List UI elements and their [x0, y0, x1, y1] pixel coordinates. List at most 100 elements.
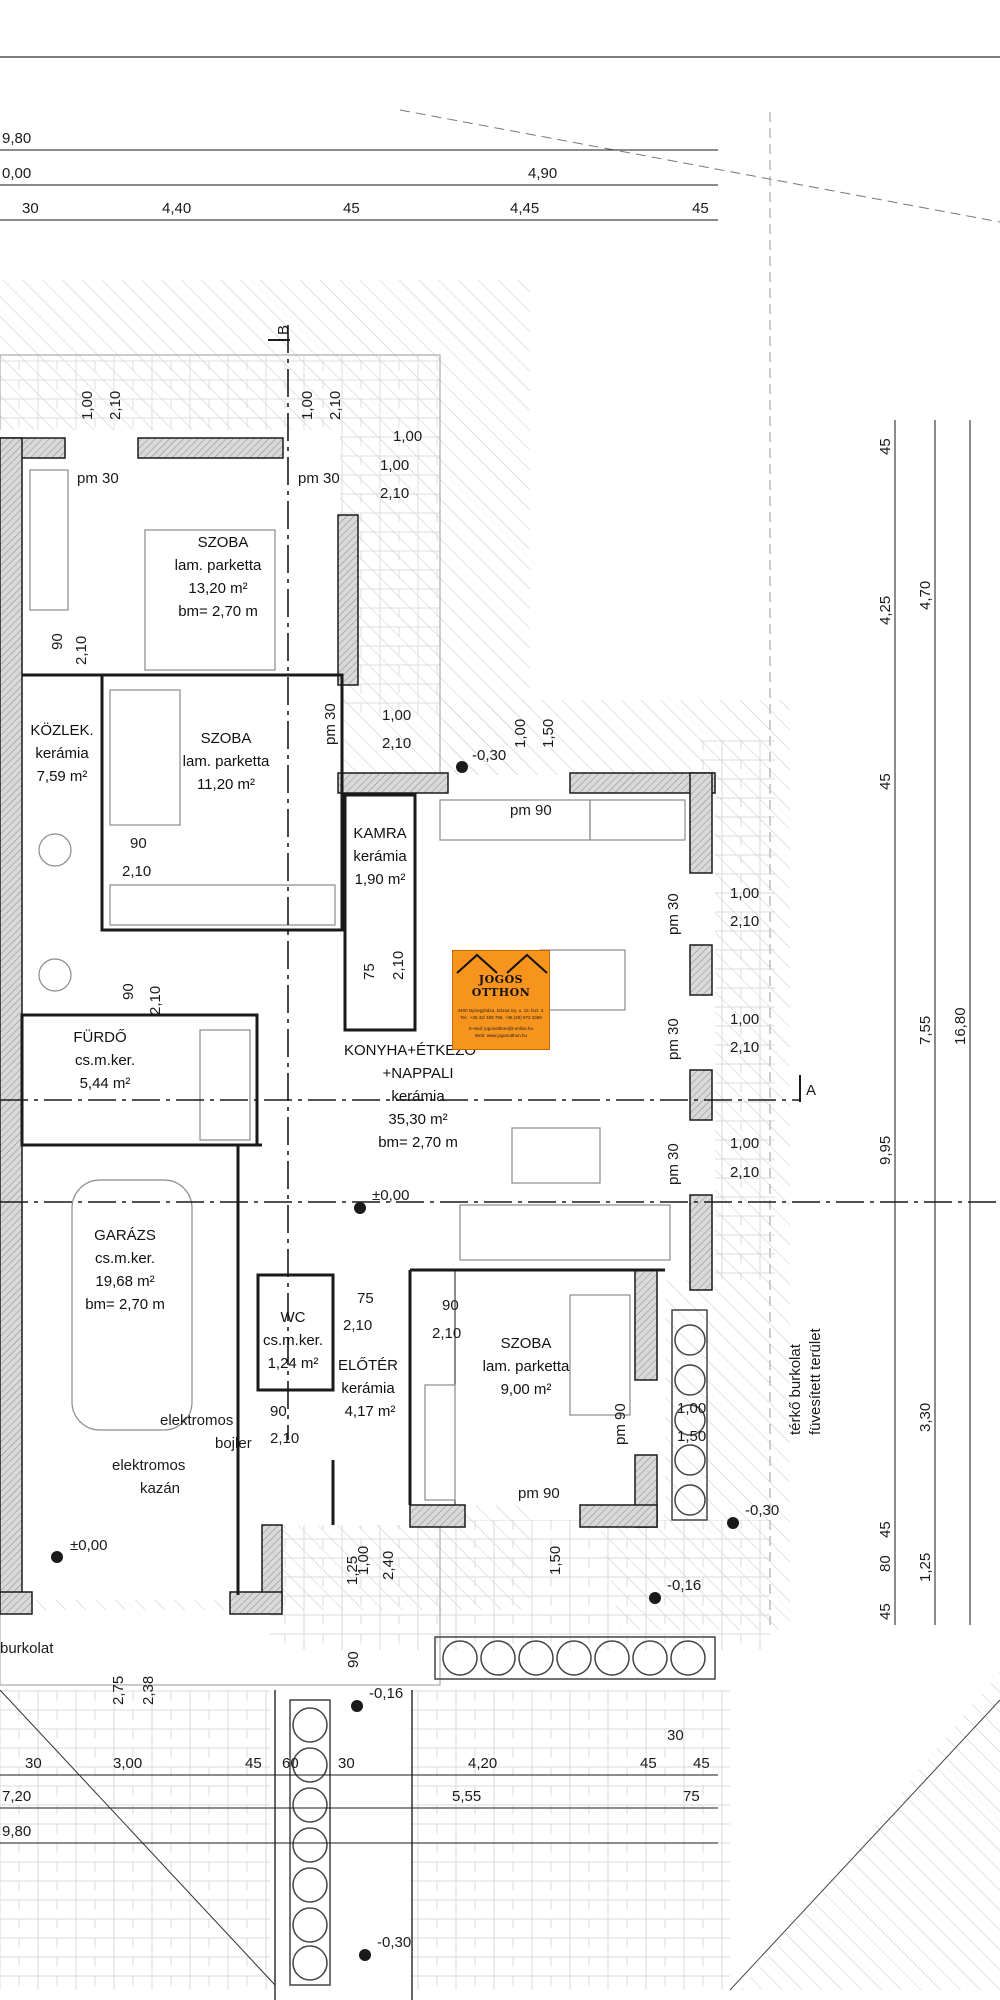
right-dim-45b: 45 [877, 773, 894, 790]
bottom-dim-3-00: 3,00 [113, 1755, 142, 1772]
property-line-top [399, 109, 1000, 223]
opening-1-00e: 1,00 [382, 707, 411, 724]
opening-2-10g: 2,10 [390, 951, 407, 980]
opening-1-50a: 1,50 [540, 719, 557, 748]
kamra-area: 1,90 m² [355, 871, 406, 888]
eloter-name: ELŐTÉR [338, 1357, 398, 1374]
section-b-label: B [275, 325, 292, 335]
wc-floor: cs.m.ker. [263, 1332, 323, 1349]
opening-75a: 75 [361, 963, 378, 980]
kozlek-name: KÖZLEK. [30, 721, 93, 739]
opening-2-10m: 2,10 [432, 1325, 461, 1342]
bottom-dimension-lines [0, 1774, 718, 1844]
pm90-a: pm 90 [510, 802, 552, 819]
konyha-name2: +NAPPALI [382, 1065, 453, 1082]
company-logo: JOGOS OTTHON 4400 Nyíregyháza, Dózsa Gy.… [452, 950, 550, 1050]
szoba2-floor: lam. parketta [183, 753, 270, 770]
right-dim-3-30: 3,30 [917, 1403, 934, 1432]
kitchen-counter-2 [589, 799, 686, 841]
opening-90c: 90 [120, 983, 137, 1000]
szoba2-name: SZOBA [201, 730, 252, 747]
right-dim-1-25: 1,25 [917, 1553, 934, 1582]
konyha-area: 35,30 m² [388, 1111, 447, 1128]
wall-right-c [689, 1069, 713, 1121]
furdo-name: FÜRDŐ [73, 1028, 126, 1046]
bottom-dim-45a: 45 [245, 1755, 262, 1772]
opening-90d: 90 [442, 1297, 459, 1314]
konyha-name1: KONYHA+ÉTKEZŐ [344, 1042, 476, 1059]
top-dim-9-80: 9,80 [2, 130, 31, 147]
garazs-floor: cs.m.ker. [95, 1250, 155, 1267]
bed-2 [109, 689, 181, 826]
bottom-dim-9-80: 9,80 [2, 1823, 31, 1840]
wall-room3-right-a [634, 1269, 658, 1381]
eloter-area: 4,17 m² [345, 1403, 396, 1420]
opening-2-10n: 2,10 [270, 1430, 299, 1447]
right-dim-4-70: 4,70 [917, 581, 934, 610]
bottom-dim-30b: 30 [338, 1755, 355, 1772]
wall-entry-bottom [229, 1591, 283, 1615]
opening-1-25: 1,25 [344, 1556, 361, 1585]
opening-2-10h: 2,10 [147, 986, 164, 1015]
label-burkolat: burkolat [0, 1640, 54, 1657]
wall-right-b [689, 944, 713, 996]
szoba2-area: 11,20 m² [197, 776, 255, 793]
szoba3-floor: lam. parketta [483, 1358, 570, 1375]
szoba1-floor: lam. parketta [175, 557, 262, 574]
house-roof-icon [456, 953, 548, 974]
eloter-floor: kerámia [341, 1380, 395, 1397]
opening-1-00k: 1,00 [355, 1546, 372, 1575]
opening-1-00g: 1,00 [730, 885, 759, 902]
bottom-dim-4-20: 4,20 [468, 1755, 497, 1772]
top-dim-45b: 45 [692, 200, 709, 217]
level-zero2: ±0,00 [70, 1537, 107, 1554]
level-m030b: -0,30 [745, 1502, 779, 1519]
opening-1-50c: 1,50 [547, 1546, 564, 1575]
level-m016a: -0,16 [667, 1577, 701, 1594]
szoba1-height: bm= 2,70 m [178, 603, 258, 620]
opening-2-10d: 2,10 [73, 636, 90, 665]
section-a-label: A [806, 1082, 816, 1099]
coffee-table [511, 1127, 601, 1184]
paving-south [270, 1520, 770, 1650]
wardrobe-1 [29, 469, 69, 611]
wall-garage-bottom [0, 1591, 33, 1615]
opening-1-00d: 1,00 [380, 457, 409, 474]
label-elektromos-2: elektromos [112, 1457, 185, 1474]
opening-1-00f: 1,00 [512, 719, 529, 748]
opening-2-10a: 2,10 [107, 391, 124, 420]
opening-2-10b: 2,10 [327, 391, 344, 420]
wc-outline [256, 1273, 335, 1392]
level-marker-zero1 [354, 1202, 366, 1214]
bottom-dim-45b: 45 [640, 1755, 657, 1772]
opening-1-00b: 1,00 [299, 391, 316, 420]
interior-floor [0, 430, 715, 1600]
level-m030c: -0,30 [377, 1934, 411, 1951]
terrain-edge [729, 1699, 1000, 1991]
opening-1-00h: 1,00 [730, 1011, 759, 1028]
wall-living-top-b [569, 772, 716, 794]
label-kazan: kazán [140, 1480, 180, 1497]
wardrobe-3 [424, 1384, 456, 1501]
opening-2-10f: 2,10 [122, 863, 151, 880]
label-bojler: bojler [215, 1435, 252, 1452]
pm30-a: pm 30 [77, 470, 119, 487]
right-dim-16-80: 16,80 [952, 1007, 969, 1045]
driveway-curve [0, 1689, 276, 1986]
planter-right [671, 1309, 708, 1521]
konyha-floor: kerámia [391, 1088, 445, 1105]
logo-email: E-mail: jogosotthon@t-online.hu [468, 1026, 534, 1031]
pm30-f: pm 30 [665, 1143, 682, 1185]
logo-title: JOGOS OTTHON [471, 973, 531, 999]
kamra-floor: kerámia [353, 848, 407, 865]
label-fuvesitett: füvesített terület [807, 1327, 824, 1435]
wall-bottom-b [409, 1504, 466, 1528]
level-m030a: -0,30 [472, 747, 506, 764]
pm90-b: pm 90 [612, 1403, 629, 1445]
top-dimension-lines [0, 149, 718, 221]
bathtub [199, 1029, 251, 1141]
right-dim-4-25: 4,25 [877, 596, 894, 625]
furdo-area: 5,44 m² [80, 1075, 131, 1092]
top-dim-30: 30 [22, 200, 39, 217]
level-marker-m030a [456, 761, 468, 773]
